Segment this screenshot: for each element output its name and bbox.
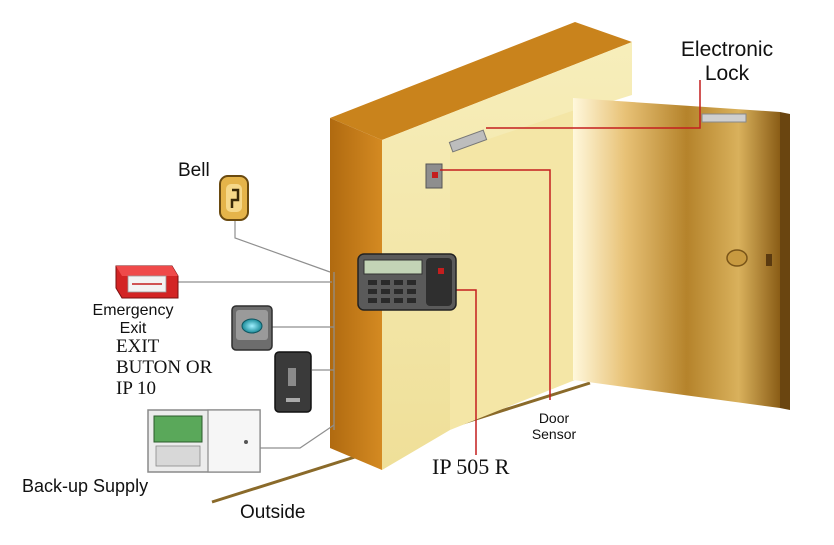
label-exit-button-line1: EXIT bbox=[116, 336, 160, 357]
label-door-sensor: Door Sensor bbox=[514, 410, 594, 442]
lock-bar-door bbox=[701, 113, 747, 123]
wire-lock bbox=[486, 80, 701, 129]
label-electronic-lock: Electronic Lock bbox=[652, 38, 802, 86]
label-emergency-exit-line2: Exit bbox=[119, 320, 147, 337]
label-door-sensor-line1: Door bbox=[538, 410, 570, 426]
wire-bell bbox=[234, 218, 331, 273]
emergency-exit-icon bbox=[115, 265, 179, 299]
frame-top bbox=[330, 22, 632, 140]
label-electronic-lock-line2: Lock bbox=[704, 62, 750, 85]
label-bell: Bell bbox=[178, 160, 210, 181]
door-knob bbox=[726, 249, 748, 267]
door-edge bbox=[780, 112, 790, 410]
label-exit-button-line3: IP 10 bbox=[116, 378, 156, 399]
label-outside: Outside bbox=[240, 502, 306, 523]
wire-reader bbox=[455, 289, 477, 455]
door-latch bbox=[766, 254, 772, 266]
backup-supply-icon bbox=[147, 409, 261, 473]
label-electronic-lock-line1: Electronic bbox=[680, 38, 774, 61]
bell-icon bbox=[219, 175, 249, 221]
frame-face bbox=[382, 42, 632, 470]
ip505r-reader-icon bbox=[357, 253, 457, 311]
exit-button-icon bbox=[231, 305, 273, 351]
ip10-reader-icon bbox=[274, 351, 312, 413]
frame-left-side bbox=[330, 118, 382, 470]
wire-supply bbox=[258, 424, 335, 449]
label-emergency-exit-line1: Emergency bbox=[92, 302, 174, 319]
label-reader-model: IP 505 R bbox=[432, 454, 510, 479]
label-exit-button-line2: BUTON OR bbox=[116, 357, 213, 378]
door-sensor-led bbox=[432, 172, 438, 178]
opening-inner bbox=[450, 110, 575, 430]
lock-bar-frame bbox=[448, 129, 488, 153]
label-exit-button: EXIT BUTON OR IP 10 bbox=[116, 336, 212, 399]
label-backup-supply: Back-up Supply bbox=[22, 476, 149, 496]
label-emergency-exit: Emergency Exit bbox=[86, 302, 180, 338]
door-slab bbox=[573, 98, 780, 408]
wire-sensor bbox=[440, 169, 551, 400]
label-door-sensor-line2: Sensor bbox=[531, 426, 577, 442]
